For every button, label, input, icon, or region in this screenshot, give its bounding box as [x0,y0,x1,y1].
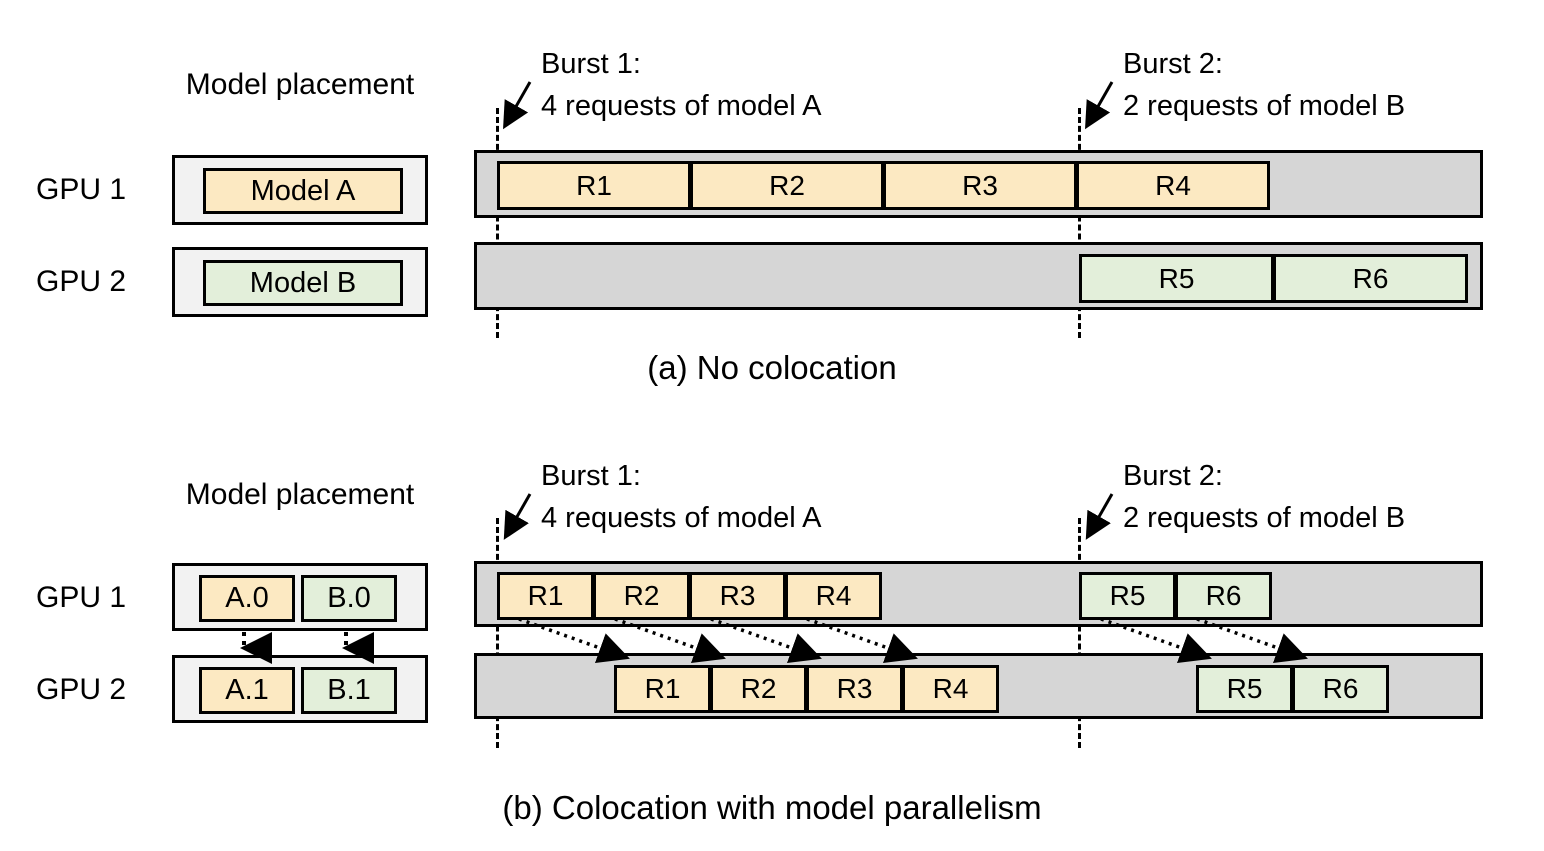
timeline-segment[interactable]: R4 [902,665,999,713]
burst2-detail-b: 2 requests of model B [1123,502,1406,534]
gpu-label-a-row2: GPU 2 [36,265,127,298]
timeline-segment[interactable]: R3 [883,161,1077,210]
timeline-segment[interactable]: R5 [1079,572,1176,620]
burst2-title-a: Burst 2: [1123,48,1223,80]
placement-box-a-gpu1: Model A [172,155,428,225]
timeline-track-a-gpu2: R5 R6 [474,242,1483,310]
placement-box-b-gpu1: A.0 B.0 [172,563,428,631]
burst1-dashed-line-a [496,108,499,338]
burst1-detail-b: 4 requests of model A [541,502,822,534]
placement-title-b: Model placement [185,478,415,511]
burst2-detail-a: 2 requests of model B [1123,90,1406,122]
panel-caption-b: (b) Colocation with model parallelism [502,789,1042,826]
gpu-label-b-row2: GPU 2 [36,673,127,706]
panel-caption-a: (a) No colocation [647,349,897,386]
timeline-segment[interactable]: R1 [497,572,594,620]
model-chip-a-gpu1[interactable]: Model A [203,168,403,214]
timeline-segment[interactable]: R3 [806,665,903,713]
timeline-segment[interactable]: R1 [497,161,691,210]
placement-box-b-gpu2: A.1 B.1 [172,655,428,723]
panel-no-colocation: Model placement GPU 1 GPU 2 Model A Mode… [0,0,1544,420]
timeline-segment[interactable]: R5 [1196,665,1293,713]
burst2-title-b: Burst 2: [1123,460,1223,492]
model-chip-a-gpu2[interactable]: Model B [203,260,403,306]
timeline-segment[interactable]: R2 [710,665,807,713]
panel-colocation: Model placement GPU 1 GPU 2 A.0 B.0 A.1 … [0,420,1544,851]
timeline-segment[interactable]: R2 [690,161,884,210]
model-chip-b-gpu1-a0[interactable]: A.0 [199,575,295,622]
burst1-detail-a: 4 requests of model A [541,90,822,122]
burst2-dashed-line-a [1078,108,1081,338]
model-chip-b-gpu2-b1[interactable]: B.1 [301,667,397,714]
timeline-track-b-gpu1: R1 R2 R3 R4 R5 R6 [474,561,1483,627]
gpu-label-b-row1: GPU 1 [36,581,127,614]
timeline-segment[interactable]: R1 [614,665,711,713]
timeline-segment[interactable]: R6 [1292,665,1389,713]
burst1-dashed-line-b [496,518,499,748]
timeline-segment[interactable]: R6 [1175,572,1272,620]
timeline-track-b-gpu2: R1 R2 R3 R4 R5 R6 [474,653,1483,719]
timeline-segment[interactable]: R4 [1076,161,1270,210]
timeline-segment[interactable]: R6 [1273,254,1468,303]
gpu-label-a-row1: GPU 1 [36,173,127,206]
timeline-segment[interactable]: R2 [593,572,690,620]
timeline-segment[interactable]: R5 [1079,254,1274,303]
model-chip-b-gpu2-a1[interactable]: A.1 [199,667,295,714]
burst2-dashed-line-b [1078,518,1081,748]
burst1-title-a: Burst 1: [541,48,641,80]
burst1-title-b: Burst 1: [541,460,641,492]
timeline-segment[interactable]: R4 [785,572,882,620]
timeline-segment[interactable]: R3 [689,572,786,620]
placement-title-a: Model placement [185,68,415,101]
placement-box-a-gpu2: Model B [172,247,428,317]
model-chip-b-gpu1-b0[interactable]: B.0 [301,575,397,622]
timeline-track-a-gpu1: R1 R2 R3 R4 [474,150,1483,218]
